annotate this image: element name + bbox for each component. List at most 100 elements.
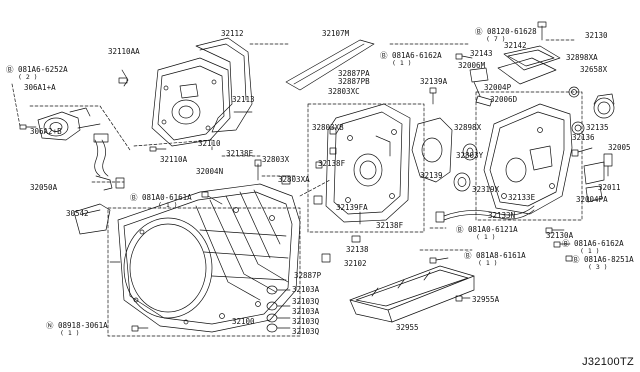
oil-seal-32050A [91, 177, 125, 189]
label-32142: 32142 [504, 41, 527, 50]
bracket-32004PA [571, 147, 603, 203]
label-32803Y: 32803Y [456, 151, 484, 160]
bushing-32658X [568, 86, 580, 98]
bolt-08120-61628 [537, 21, 547, 41]
gasket-32139 [411, 117, 453, 183]
rail-32107M [285, 39, 375, 91]
label-32006M: 32006M [458, 61, 486, 70]
label-30542: 30542 [66, 209, 89, 218]
label-32139: 32139 [420, 171, 443, 180]
label-32130: 32130 [585, 31, 608, 40]
label-32113: 32113 [232, 95, 255, 104]
shift-arm-32133N [435, 205, 535, 223]
bolt-32139A [429, 87, 437, 105]
bracket-32011 [583, 161, 605, 185]
label-32955: 32955 [396, 323, 419, 332]
label-081A8-6161A: Ⓑ 081A8-6161A [464, 251, 526, 260]
label-32955A: 32955A [472, 295, 500, 304]
label-32103Q-1: 32103Q [292, 297, 320, 306]
label-32803XC: 32803XC [328, 87, 360, 96]
label-32138F: 32138F [318, 159, 346, 168]
case-frame [107, 207, 301, 337]
bearing-32898X [453, 143, 478, 192]
bushing-32136 [571, 121, 585, 135]
label-081A8-6161A-qty: ( 1 ) [478, 259, 498, 267]
switch-32006M [469, 67, 493, 107]
bracket-30542 [73, 203, 111, 235]
label-08918-3061A: Ⓝ 08918-3061A [46, 321, 108, 330]
label-081A6-6252A-qty: ( 2 ) [18, 73, 38, 81]
sensor-32005 [603, 153, 613, 177]
bolt-081A6-6252A [11, 83, 37, 130]
label-081A6-8251A: Ⓑ 081A6-8251A [572, 255, 634, 264]
housing-frame [307, 103, 425, 233]
label-32100: 32100 [232, 317, 255, 326]
oil-pan-32955 [349, 265, 475, 323]
diagram-code: J32100TZ [582, 356, 634, 368]
label-081A6-6252A: Ⓑ 081A6-6252A [6, 65, 68, 74]
pins-32803X [254, 159, 331, 263]
label-081A6-6162A-qty: ( 1 ) [580, 247, 600, 255]
top-cover-32143 [497, 45, 561, 85]
label-32103Q-3: 32103Q [292, 327, 320, 336]
label-32110A: 32110A [160, 155, 188, 164]
front-cover-32110 [151, 57, 231, 147]
label-32898XA: 32898XA [566, 53, 598, 62]
label-32136: 32136 [572, 133, 595, 142]
plug-32103A [266, 285, 291, 333]
label-32887PA: 32887PA [338, 69, 370, 78]
label-08120-61628: Ⓑ 08120-61628 [475, 27, 537, 36]
label-32138E: 32138E [226, 149, 254, 158]
label-32139A: 32139A [420, 77, 448, 86]
seal-32135 [593, 93, 615, 119]
label-32658X: 32658X [580, 65, 608, 74]
bolt-32110A [149, 146, 167, 152]
label-08120-61628-qty: ( 7 ) [486, 35, 506, 43]
bolt-081A6-6162A-top [455, 53, 473, 60]
label-32006D: 32006D [490, 95, 518, 104]
label-306A1A: 306A1+A [24, 83, 56, 92]
release-fork-spring [93, 133, 113, 191]
label-32887P: 32887P [294, 271, 322, 280]
adapter-plate-32138 [325, 103, 411, 223]
label-32133N: 32133N [488, 211, 516, 220]
label-32103A-2: 32103A [292, 307, 320, 316]
label-32143: 32143 [470, 49, 493, 58]
label-32135: 32135 [586, 123, 609, 132]
transmission-case-32100 [109, 183, 301, 333]
label-306A2B: 306A2+B [30, 127, 62, 136]
label-081A0-6121A: Ⓑ 081A0-6121A [456, 225, 518, 234]
gasket-32112 [195, 37, 253, 133]
label-32004PA: 32004PA [576, 195, 608, 204]
rear-extension-32130 [483, 103, 573, 215]
label-32112: 32112 [221, 29, 244, 38]
label-32004N: 32004N [196, 167, 224, 176]
label-32319X: 32319X [472, 185, 500, 194]
label-081A6-8251A-qty: ( 3 ) [588, 263, 608, 271]
label-08918-3061A-qty: ( 1 ) [60, 329, 80, 337]
bolt-081A8-6161A [429, 257, 449, 264]
label-32004P: 32004P [484, 83, 512, 92]
label-32005: 32005 [608, 143, 631, 152]
label-32130A: 32130A [546, 231, 574, 240]
label-081A0-6161A-qty: ( 1 ) [158, 201, 178, 209]
label-32138F-lower: 32138F [376, 221, 404, 230]
bolts-right [545, 227, 573, 262]
label-32803XA: 32803XA [278, 175, 310, 184]
leader-lines [221, 39, 577, 251]
label-32103A-1: 32103A [292, 285, 320, 294]
extension-frame [475, 91, 583, 221]
label-32103Q-2: 32103Q [292, 317, 320, 326]
label-081A0-6161A: Ⓑ 081A0-6161A [130, 193, 192, 202]
bolt-08918-3061A [131, 325, 149, 332]
label-32887PB: 32887PB [338, 77, 370, 86]
label-32011: 32011 [598, 183, 621, 192]
label-32138: 32138 [346, 245, 369, 254]
label-081A6-6162A-top: Ⓑ 081A6-6162A [380, 51, 442, 60]
label-32803X: 32803X [262, 155, 290, 164]
label-32898X: 32898X [454, 123, 482, 132]
release-bearing-assembly [37, 107, 101, 141]
label-081A6-6162A: Ⓑ 081A6-6162A [562, 239, 624, 248]
